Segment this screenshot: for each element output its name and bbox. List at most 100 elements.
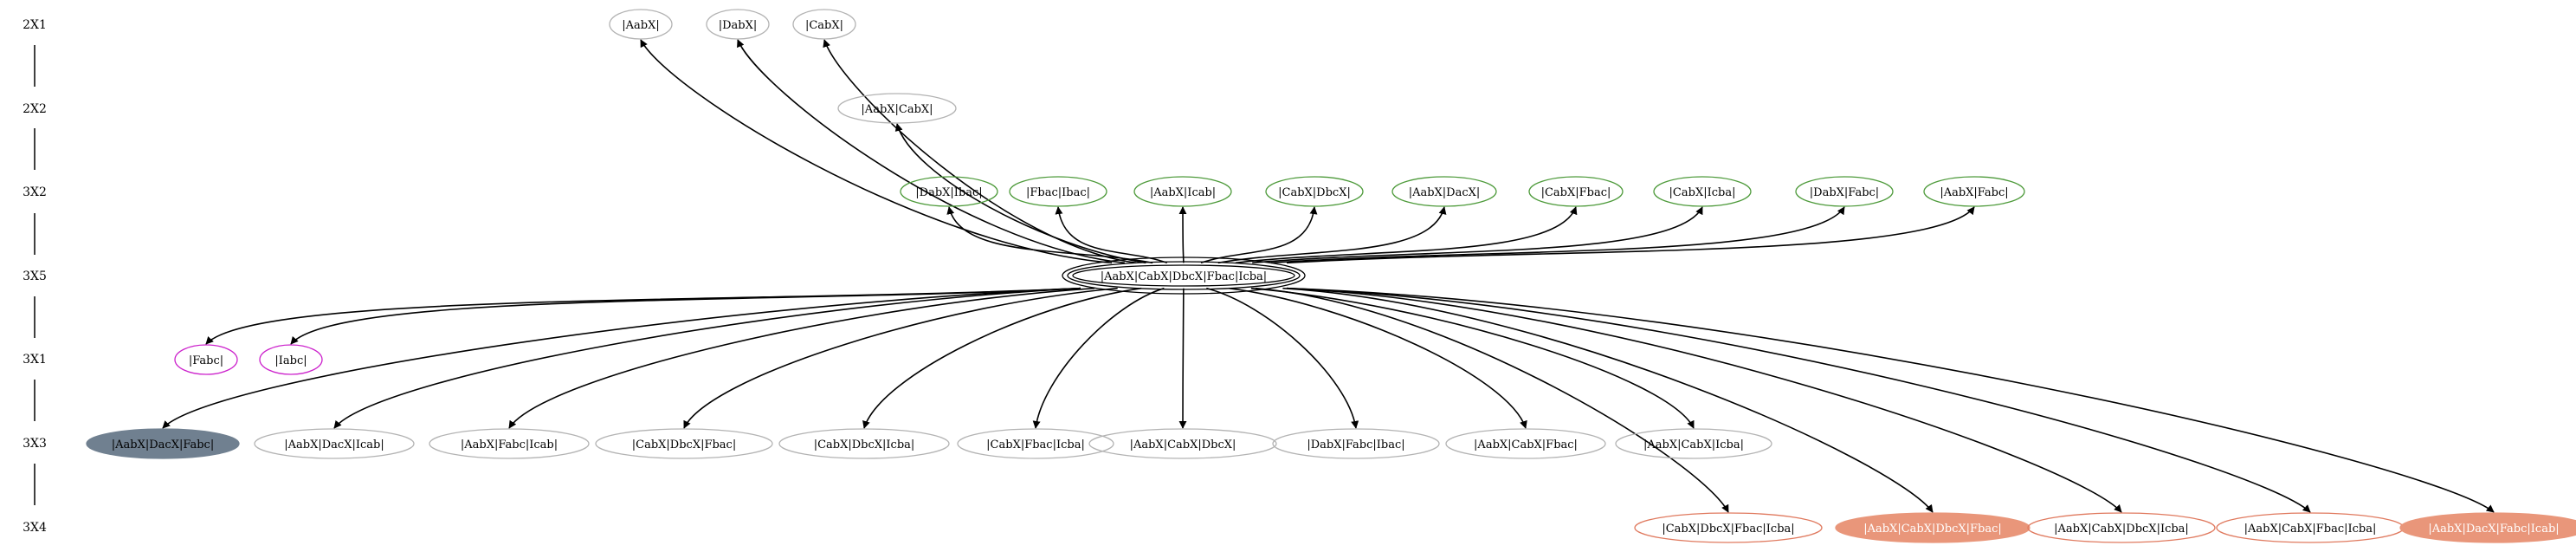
edge-to-cabx-dbcx-fbac-icba (1256, 287, 1729, 513)
node-aabx-dacx-fabc-icab[interactable]: |AabX|DacX|Fabc|Icab| (2399, 512, 2576, 543)
edge-to-cabx-icba (1252, 206, 1703, 264)
node-shape (1528, 176, 1624, 207)
node-cabx-fbac-icba[interactable]: |CabX|Fbac|Icba| (957, 428, 1114, 459)
node-aabx-cabx-dbcx-fbac[interactable]: |AabX|CabX|DbcX|Fbac| (1835, 512, 2030, 543)
level-label: 2X1 (23, 18, 47, 32)
edge-to-fbac-ibac (1055, 206, 1168, 264)
node-dabx-fabc-ibac[interactable]: |DabX|Fabc|Ibac| (1272, 428, 1440, 459)
node-shape (778, 428, 950, 459)
node-shape (259, 344, 323, 375)
center-node[interactable]: |AabX|CabX|DbcX|Fbac|Icba| (1062, 257, 1306, 295)
node-shape (1615, 428, 1772, 459)
node-aabx-dacx-fabc[interactable]: |AabX|DacX|Fabc| (86, 428, 240, 459)
node-aabx-cabx-dbcx[interactable]: |AabX|CabX|DbcX| (1088, 428, 1277, 459)
node-shape (900, 176, 998, 207)
node-iabc[interactable]: |Iabc| (259, 344, 323, 375)
node-label: |AabX|CabX|DbcX|Fbac| (1863, 523, 2002, 536)
node-label: |CabX|DbcX| (1278, 186, 1351, 199)
node-shape (254, 428, 415, 459)
node-dabx-fabc[interactable]: |DabX|Fabc| (1795, 176, 1894, 207)
node-shape (595, 428, 773, 459)
node-label: |CabX|DbcX|Fbac|Icba| (1662, 523, 1794, 536)
node-shape (429, 428, 590, 459)
node-aabx-dacx-icab[interactable]: |AabX|DacX|Icab| (254, 428, 415, 459)
node-cabx-icba[interactable]: |CabX|Icba| (1653, 176, 1752, 207)
edge-to-aabx-icab (1178, 206, 1187, 263)
node-label: |AabX|CabX|Icba| (1643, 438, 1744, 451)
node-shape (174, 344, 238, 375)
node-label: |DabX|Fabc|Ibac| (1307, 438, 1404, 451)
edge-to-iabc (290, 287, 1081, 345)
node-shape (609, 9, 673, 40)
node-shape (1088, 428, 1277, 459)
node-label: |Fbac|Ibac| (1026, 186, 1090, 199)
edge-to-aabx-cabx-fbac-icba (1286, 287, 2311, 513)
node-aabx-fabc[interactable]: |AabX|Fabc| (1923, 176, 2025, 207)
node-dabx-ibac[interactable]: |DabX|Ibac| (900, 176, 998, 207)
node-dabx[interactable]: |DabX| (706, 9, 770, 40)
node-shape (1445, 428, 1606, 459)
node-label: |AabX|Icab| (1150, 186, 1216, 199)
node-cabx-dbcx-fbac[interactable]: |CabX|DbcX|Fbac| (595, 428, 773, 459)
node-fbac-ibac[interactable]: |Fbac|Ibac| (1009, 176, 1107, 207)
node-cabx-dbcx-fbac-icba[interactable]: |CabX|DbcX|Fbac|Icba| (1634, 512, 1823, 543)
node-aabx-icab[interactable]: |AabX|Icab| (1133, 176, 1232, 207)
edge-to-aabx-fabc (1286, 206, 1975, 264)
level-label: 3X5 (23, 270, 47, 283)
node-shape (2027, 512, 2216, 543)
node-label: |DabX| (719, 19, 758, 32)
node-aabx-cabx-fbac-icba[interactable]: |AabX|CabX|Fbac|Icba| (2216, 512, 2405, 543)
node-label: |CabX| (805, 19, 843, 32)
node-label: |AabX|CabX|DbcX|Icba| (2054, 523, 2189, 536)
node-aabx-dacx[interactable]: |AabX|DacX| (1391, 176, 1497, 207)
node-shape (706, 9, 770, 40)
edge-to-aabx-cabx-fbac (1229, 287, 1527, 429)
node-shape (1923, 176, 2025, 207)
node-shape (1009, 176, 1107, 207)
level-label: 2X2 (23, 102, 47, 116)
edge-to-dabx-fabc-ibac (1206, 287, 1359, 429)
node-shape (1835, 512, 2030, 543)
level-label: 3X4 (23, 521, 47, 535)
edge-to-aabx-cabx-dbcx-icba (1286, 287, 2122, 513)
edge-to-cabx-dbcx-fbac (683, 287, 1118, 429)
edge-to-aabx-dacx-fabc-icab (1286, 287, 2495, 513)
node-label: |AabX|Fabc|Icab| (461, 438, 558, 451)
node-shape (1634, 512, 1823, 543)
node-fabc[interactable]: |Fabc| (174, 344, 238, 375)
node-aabx-fabc-icab[interactable]: |AabX|Fabc|Icab| (429, 428, 590, 459)
node-label: |CabX|DbcX|Fbac| (632, 438, 736, 451)
edge-to-cabx-dbcx-icba (862, 287, 1142, 429)
node-cabx-fbac[interactable]: |CabX|Fbac| (1528, 176, 1624, 207)
node-label: |DabX|Fabc| (1810, 186, 1879, 199)
node-aabx-cabx-icba[interactable]: |AabX|CabX|Icba| (1615, 428, 1772, 459)
edge-to-aabx-dacx-fabc (162, 287, 1081, 429)
nodes: |AabX|CabX|DbcX|Fbac|Icba| |AabX| |DabX| |… (86, 9, 2576, 543)
node-label: |CabX|Fbac| (1541, 186, 1611, 199)
edge-to-dabx-ibac (946, 206, 1153, 264)
node-cabx[interactable]: |CabX| (792, 9, 856, 40)
level-label: 3X3 (23, 437, 47, 451)
node-shape (957, 428, 1114, 459)
node-label: |AabX|DacX|Fabc|Icab| (2428, 523, 2559, 536)
node-shape (792, 9, 856, 40)
edge-to-aabx-dacx (1217, 206, 1447, 264)
node-label: |AabX|Fabc| (1940, 186, 2008, 199)
edge-to-cabx (823, 39, 1137, 264)
node-aabx-cabx-fbac[interactable]: |AabX|CabX|Fbac| (1445, 428, 1606, 459)
node-cabx-dbcx-icba[interactable]: |CabX|DbcX|Icba| (778, 428, 950, 459)
edge-to-aabx-cabx-icba (1250, 287, 1695, 429)
node-cabx-dbcx[interactable]: |CabX|DbcX| (1265, 176, 1364, 207)
node-aabx-cabx-dbcx-icba[interactable]: |AabX|CabX|DbcX|Icba| (2027, 512, 2216, 543)
node-aabx-cabx[interactable]: |AabX|CabX| (837, 93, 957, 124)
node-aabx[interactable]: |AabX| (609, 9, 673, 40)
node-label: |AabX|DacX|Icab| (284, 438, 384, 451)
node-label: |Iabc| (274, 354, 307, 367)
edge-to-aabx (640, 39, 1113, 264)
node-label: |CabX|Fbac|Icba| (986, 438, 1085, 451)
level-label: 3X2 (23, 185, 47, 199)
node-label: |Fabc| (189, 354, 223, 367)
level-label: 3X1 (23, 353, 47, 367)
node-shape (1795, 176, 1894, 207)
node-shape (1265, 176, 1364, 207)
